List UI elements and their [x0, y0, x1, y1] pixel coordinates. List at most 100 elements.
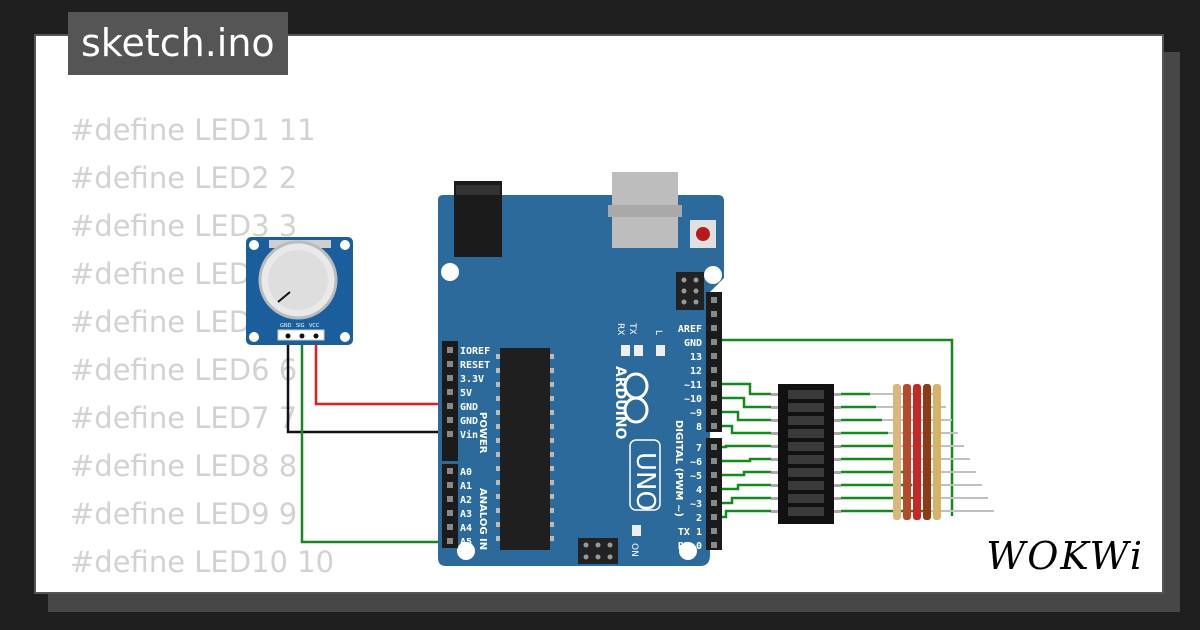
chip-pin: [496, 508, 500, 513]
digital-wire: [717, 483, 771, 491]
led-bar-graph[interactable]: [771, 384, 841, 524]
header-pin: [447, 375, 453, 381]
digital-wire: [717, 509, 771, 519]
power-pin-label: GND: [460, 416, 478, 427]
wokwi-logo: WOKWi: [986, 534, 1144, 578]
digital-label: DIGITAL (PWM ~): [673, 420, 684, 517]
resistor-band: [933, 384, 941, 520]
digital-pin-label: TX 1: [678, 527, 702, 538]
digital-pin-label: ~3: [690, 499, 702, 510]
digital-pin-label: 8: [696, 422, 702, 433]
digital-wire: [717, 496, 771, 505]
power-header: [442, 341, 458, 461]
header-pin: [447, 389, 453, 395]
code-line: #define LED8 8: [70, 449, 298, 483]
brand-text: ARDUINO: [612, 366, 628, 440]
potentiometer[interactable]: GND SIG VCC: [246, 237, 353, 345]
header-pin: [711, 395, 717, 401]
header-pin: [711, 297, 717, 303]
file-tab[interactable]: sketch.ino: [68, 12, 288, 75]
microcontroller-chip: [500, 348, 550, 550]
digital-header-lower: [706, 438, 722, 550]
digital-header-upper: [706, 292, 722, 432]
chip-pin: [550, 424, 554, 429]
digital-wire: [717, 457, 771, 463]
resistor-band: [893, 384, 901, 520]
code-snippet: #define LED1 11 #define LED2 2 #define L…: [70, 106, 334, 586]
analog-pin-label: A0: [460, 467, 472, 478]
code-line: #define LED2 2: [70, 161, 298, 195]
led-segment-pin: [771, 393, 778, 396]
chip-pin: [496, 424, 500, 429]
led-segment-pin: [771, 406, 778, 409]
led-segment-pin: [771, 419, 778, 422]
digital-pin-label: ~6: [690, 457, 702, 468]
led-segment: [788, 390, 824, 399]
led-label-rx: RX: [615, 323, 625, 335]
header-pin: [711, 339, 717, 345]
header-pin: [447, 347, 453, 353]
wire-sig: [300, 338, 452, 544]
wire-gnd: [286, 338, 452, 434]
led-segment-pin: [834, 497, 841, 500]
status-leds: [621, 345, 665, 536]
chip-pin: [496, 382, 500, 387]
digital-wire: [717, 382, 771, 396]
resistors[interactable]: [870, 384, 994, 520]
code-line: #define LED6 6: [70, 353, 298, 387]
code-line: #define LED7 7: [70, 401, 298, 435]
led-segment: [788, 416, 824, 425]
digital-pin-label: 4: [696, 485, 702, 496]
header-pin: [447, 417, 453, 423]
digital-pin-label: RX 0: [678, 541, 702, 552]
led-segment-pin: [834, 484, 841, 487]
led-segment: [788, 468, 824, 477]
chip-pin: [496, 494, 500, 499]
header-pin: [711, 514, 717, 520]
header-pin: [711, 325, 717, 331]
analog-pin-label: A4: [460, 523, 472, 534]
wire-gnd-bar: [712, 338, 954, 516]
chip-pin: [496, 480, 500, 485]
chip-pin: [550, 480, 554, 485]
chip-pin: [496, 368, 500, 373]
resistor-band: [903, 384, 911, 520]
analog-label: ANALOG IN: [477, 488, 488, 550]
chip-pin: [496, 438, 500, 443]
digital-wire: [717, 396, 771, 409]
led-segment: [788, 507, 824, 516]
chip-pin: [496, 396, 500, 401]
led-label-tx: TX: [627, 322, 637, 335]
model-text: UNO: [630, 452, 660, 511]
digital-wire: [717, 424, 771, 435]
header-pin: [711, 353, 717, 359]
digital-pin-label: ~10: [684, 394, 702, 405]
pot-pin-label: VCC: [309, 323, 320, 329]
digital-wire: [717, 470, 771, 477]
led-segment: [788, 429, 824, 438]
chip-pin: [496, 354, 500, 359]
power-pin-label: RESET: [460, 360, 490, 371]
chip-pin: [496, 452, 500, 457]
chip-pin: [550, 466, 554, 471]
led-segment-pin: [834, 393, 841, 396]
digital-pin-label: ~5: [690, 471, 702, 482]
resistor-band: [913, 384, 921, 520]
header-pin: [711, 542, 717, 548]
chip-pin: [550, 382, 554, 387]
resistor-band: [923, 384, 931, 520]
power-pin-label: Vin: [460, 429, 478, 441]
power-label: POWER: [477, 412, 488, 454]
led-label-on: ON: [629, 543, 639, 557]
analog-pin-label: A2: [460, 495, 472, 506]
chip-pin: [496, 522, 500, 527]
led-segment-pin: [834, 458, 841, 461]
arduino-uno[interactable]: IOREFRESET3.3V5VGNDGNDVinA0A1A2A3A4A5ARE…: [438, 172, 724, 566]
power-pin-label: GND: [460, 402, 478, 413]
bar-resistor-wires: [841, 392, 924, 513]
chip-pin: [550, 438, 554, 443]
chip-pin: [496, 536, 500, 541]
led-segment-pin: [771, 484, 778, 487]
chip-pin: [550, 508, 554, 513]
